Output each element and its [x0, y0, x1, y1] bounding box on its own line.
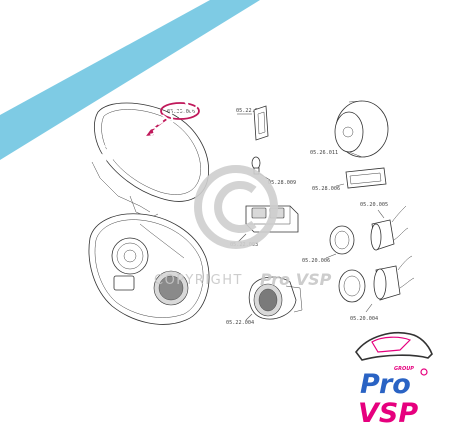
copyright-circle-watermark: [194, 165, 278, 249]
ref-05-28-006: 05.28.006: [312, 186, 340, 192]
ref-05-22-008: 05.22.008: [236, 108, 264, 114]
part-05-26-011: 05.26.011: [310, 100, 389, 158]
copyright-c-watermark: [214, 181, 257, 233]
part-05-22-008: 05.22.008: [236, 105, 269, 141]
ref-05-20-006: 05.20.006: [302, 258, 330, 264]
banner-ribbon: [0, 0, 260, 160]
car-window-icon: [371, 336, 412, 353]
logo-pro-text: Pro: [360, 369, 411, 400]
part-05-20-005: 05.20.005: [329, 202, 409, 255]
part-05-22-004: 05.22.004: [226, 276, 303, 326]
ref-05-28-009: 05.28.009: [268, 180, 296, 186]
ref-05-20-005: 05.20.005: [360, 202, 388, 208]
logo-dot-icon: [420, 368, 428, 376]
watermark-brand: Pro VSP: [260, 270, 332, 289]
ref-05-20-004: 05.20.004: [350, 316, 378, 322]
watermark: COPYRIGHT Pro VSP: [154, 165, 332, 289]
highlight-callout: 05.26.006: [146, 102, 200, 136]
part-05-28-006: 05.28.006: [312, 167, 387, 192]
ref-05-26-006: 05.26.006: [167, 109, 195, 115]
part-05-20-004: 05.20.004: [338, 255, 415, 322]
watermark-copyright: COPYRIGHT: [154, 273, 243, 288]
headlamp-housing: [88, 213, 210, 325]
logo-vsp-text: VSP: [358, 398, 418, 429]
ref-05-26-011: 05.26.011: [310, 150, 338, 156]
highlight-arrow-head: [146, 128, 154, 136]
part-05-28-009: 05.28.009: [251, 156, 296, 186]
car-silhouette-icon: [354, 332, 433, 361]
part-05-20-006: 05.20.006: [302, 253, 337, 264]
logo-group-text: GROUP: [394, 366, 414, 372]
highlight-circle: [160, 102, 200, 120]
provsp-logo: GROUP Pro VSP: [354, 332, 433, 429]
ref-05-22-004: 05.22.004: [226, 320, 254, 326]
